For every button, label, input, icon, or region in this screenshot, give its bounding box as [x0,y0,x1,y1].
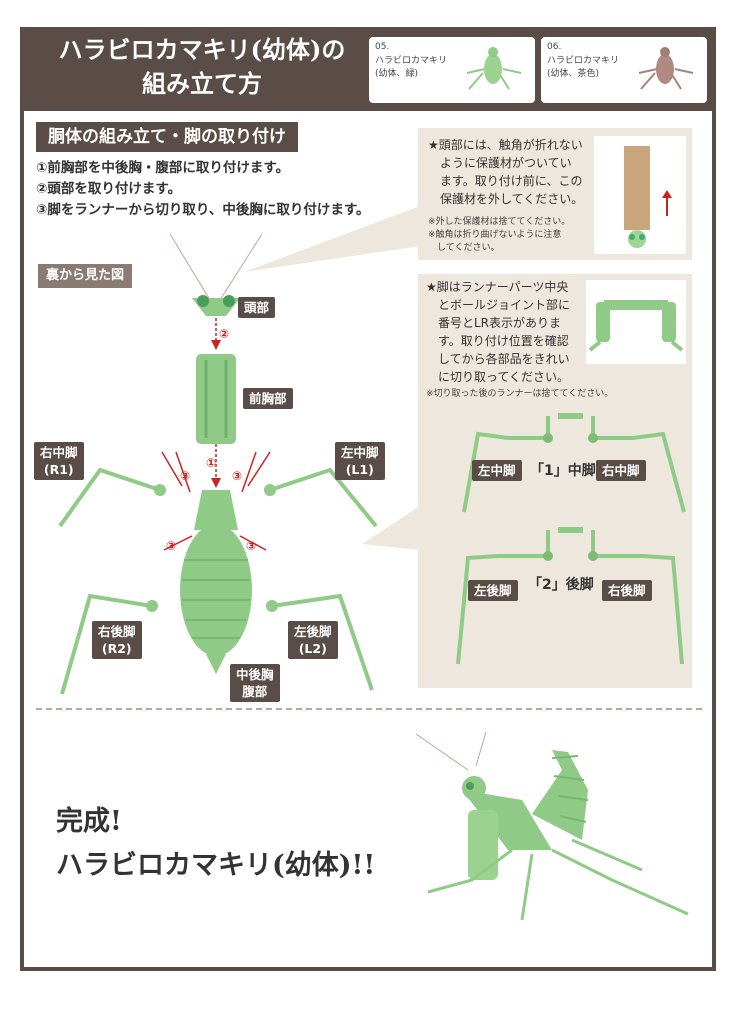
section-divider [36,708,702,710]
callout-pointer-legs [362,506,420,550]
marker-step-3: ③ [246,539,257,553]
label-line: 左後脚 [294,624,332,639]
runner-2-left-label: 左後脚 [468,580,518,601]
note-line: に切り取ってください。 [438,370,570,384]
variant-card-green: 05. ハラビロカマキリ (幼体、緑) [369,37,535,103]
variant-caption: ハラビロカマキリ (幼体、茶色) [547,55,619,81]
label-head: 頭部 [238,297,276,318]
note-legs-small: ※切り取った後のランナーは捨ててください。 [426,389,614,399]
page-title: ハラビロカマキリ(幼体)の 組み立て方 [32,33,372,101]
label-left-hind-leg: 左後脚 (L2) [288,621,338,659]
label-line: (L2) [298,641,327,656]
note-line: 保護材を外してください。 [440,192,584,206]
completion-line-1: 完成! [56,806,122,837]
runner-2-image [456,527,684,665]
note-line: ★頭部には、触角が折れない [428,138,583,152]
protector-photo [594,136,686,254]
note-line: ★脚はランナーパーツ中央 [426,280,569,294]
variant-number: 06. [547,42,562,52]
variant-name: ハラビロカマキリ [375,56,448,66]
variant-sub: (幼体、茶色) [547,69,600,79]
label-line: (R1) [43,462,74,477]
callout-pointer-head [244,206,420,272]
step-3: ③脚をランナーから切り取り、中後胸に取り付けます。 [36,202,370,218]
section-heading: 胴体の組み立て・脚の取り付け [36,122,298,152]
variant-sub: (幼体、緑) [375,69,419,79]
runner-1-center-label: 「1」中脚 [530,463,596,479]
marker-step-1: ① [206,456,217,470]
marker-step-3: ③ [166,539,177,553]
marker-step-3: ③ [180,469,191,483]
note-leg-runners: ★脚はランナーパーツ中央 とボールジョイント部に 番号とLR表示がありま す。取… [418,274,692,688]
runner-2-right-label: 右後脚 [602,580,652,601]
note-small-line: してください。 [428,243,500,253]
note-head-text: ★頭部には、触角が折れない ように保護材がついてい ます。取り付け前に、この 保… [428,136,583,208]
label-line: 左中脚 [341,445,379,460]
note-line: とボールジョイント部に [438,298,571,312]
step-1: ①前胸部を中後胸・腹部に取り付けます。 [36,160,290,176]
runner-closeup-photo [586,280,686,364]
note-head-small: ※外した保護材は捨ててください。 ※触角は折り曲げないように注意 してください。 [428,216,570,255]
runner-1-left-label: 左中脚 [472,460,522,481]
label-thorax-abdomen: 中後胸 腹部 [230,664,280,702]
completion-line-2: ハラビロカマキリ(幼体)!! [56,850,376,881]
runner-1-right-label: 右中脚 [596,460,646,481]
exploded-mantis-diagram [58,233,378,695]
label-line: (L1) [345,462,374,477]
title-line-2: 組み立て方 [142,69,262,98]
note-line: ます。取り付け前に、この [440,174,583,188]
mantis-green-image [466,47,522,90]
label-prothorax: 前胸部 [243,388,293,409]
finished-mantis-image [415,731,689,921]
variant-card-brown: 06. ハラビロカマキリ (幼体、茶色) [541,37,707,103]
note-small-line: ※触角は折り曲げないように注意 [428,230,562,240]
label-left-mid-leg: 左中脚 (L1) [335,442,385,480]
label-line: 腹部 [242,684,268,699]
note-legs-text: ★脚はランナーパーツ中央 とボールジョイント部に 番号とLR表示がありま す。取… [426,278,570,386]
label-line: (R2) [101,641,132,656]
runner-1-image [462,413,686,513]
step-list: ①前胸部を中後胸・腹部に取り付けます。 ②頭部を取り付けます。 ③脚をランナーか… [36,158,370,221]
variant-caption: ハラビロカマキリ (幼体、緑) [375,55,447,81]
variant-number: 05. [375,42,390,52]
step-2: ②頭部を取り付けます。 [36,181,182,197]
note-line: ように保護材がついてい [440,156,572,170]
note-line: す。取り付け位置を確認 [438,334,569,348]
note-head-protector: ★頭部には、触角が折れない ように保護材がついてい ます。取り付け前に、この 保… [418,128,692,260]
note-line: してから各部品をきれい [438,352,570,366]
title-line-1: ハラビロカマキリ(幼体)の [58,35,346,64]
label-line: 中後胸 [236,667,274,682]
label-line: 右後脚 [98,624,136,639]
label-right-hind-leg: 右後脚 (R2) [92,621,142,659]
runner-2-center-label: 「2」後脚 [528,577,594,593]
label-right-mid-leg: 右中脚 (R1) [34,442,84,480]
marker-step-2: ② [219,327,230,341]
label-line: 右中脚 [40,445,78,460]
note-line: 番号とLR表示がありま [438,316,562,330]
view-label: 裏から見た図 [38,264,133,288]
completion-text: 完成! ハラビロカマキリ(幼体)!! [56,800,375,888]
variant-name: ハラビロカマキリ [547,56,620,66]
note-small-line: ※外した保護材は捨ててください。 [428,217,571,227]
marker-step-3: ③ [232,469,243,483]
mantis-brown-image [638,47,694,90]
